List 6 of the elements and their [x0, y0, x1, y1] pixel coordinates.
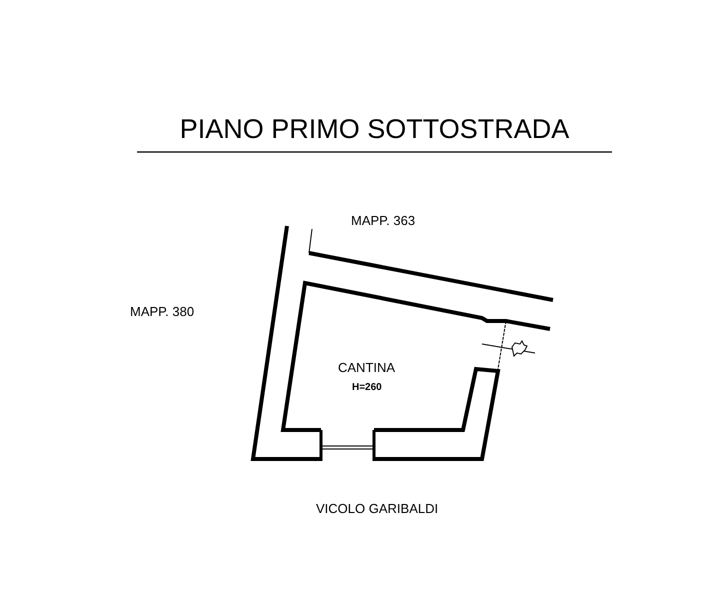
street-label: VICOLO GARIBALDI	[316, 501, 438, 516]
room-label: CANTINA	[338, 360, 396, 375]
plot-label: MAPP. 363	[351, 213, 416, 228]
title: PIANO PRIMO SOTTOSTRADA	[178, 114, 570, 145]
plot-label: MAPP. 380	[130, 304, 194, 319]
height-label: H=260	[352, 382, 382, 393]
